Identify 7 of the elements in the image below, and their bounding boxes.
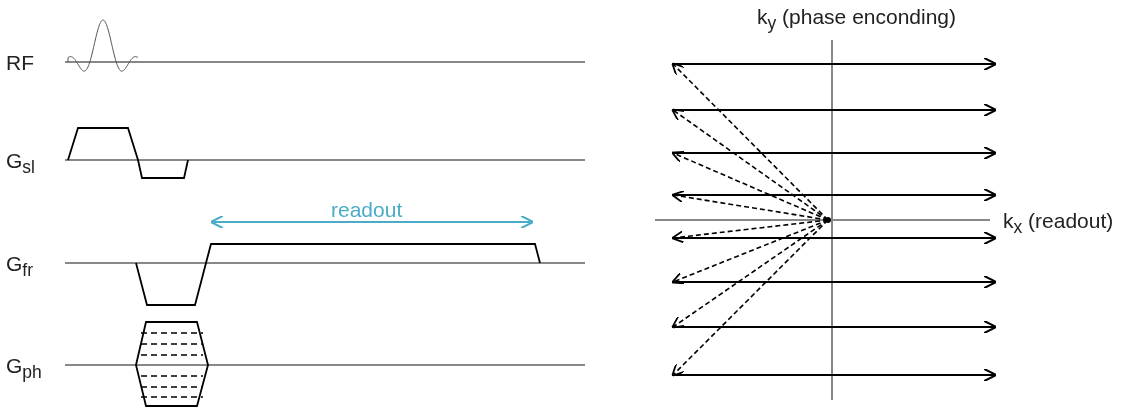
axis-label: k$_{y}$ (phase enconding) xyxy=(757,6,957,33)
axis-label: k$_{x}$ (readout) xyxy=(1003,210,1114,237)
channel-label: RF xyxy=(6,52,34,73)
channel-label: G$_{sl}$ xyxy=(6,150,35,177)
readout-label: readout xyxy=(331,199,403,220)
channel-label: G$_{ph}$ xyxy=(6,355,42,382)
channel-label: G$_{fr}$ xyxy=(6,253,34,280)
